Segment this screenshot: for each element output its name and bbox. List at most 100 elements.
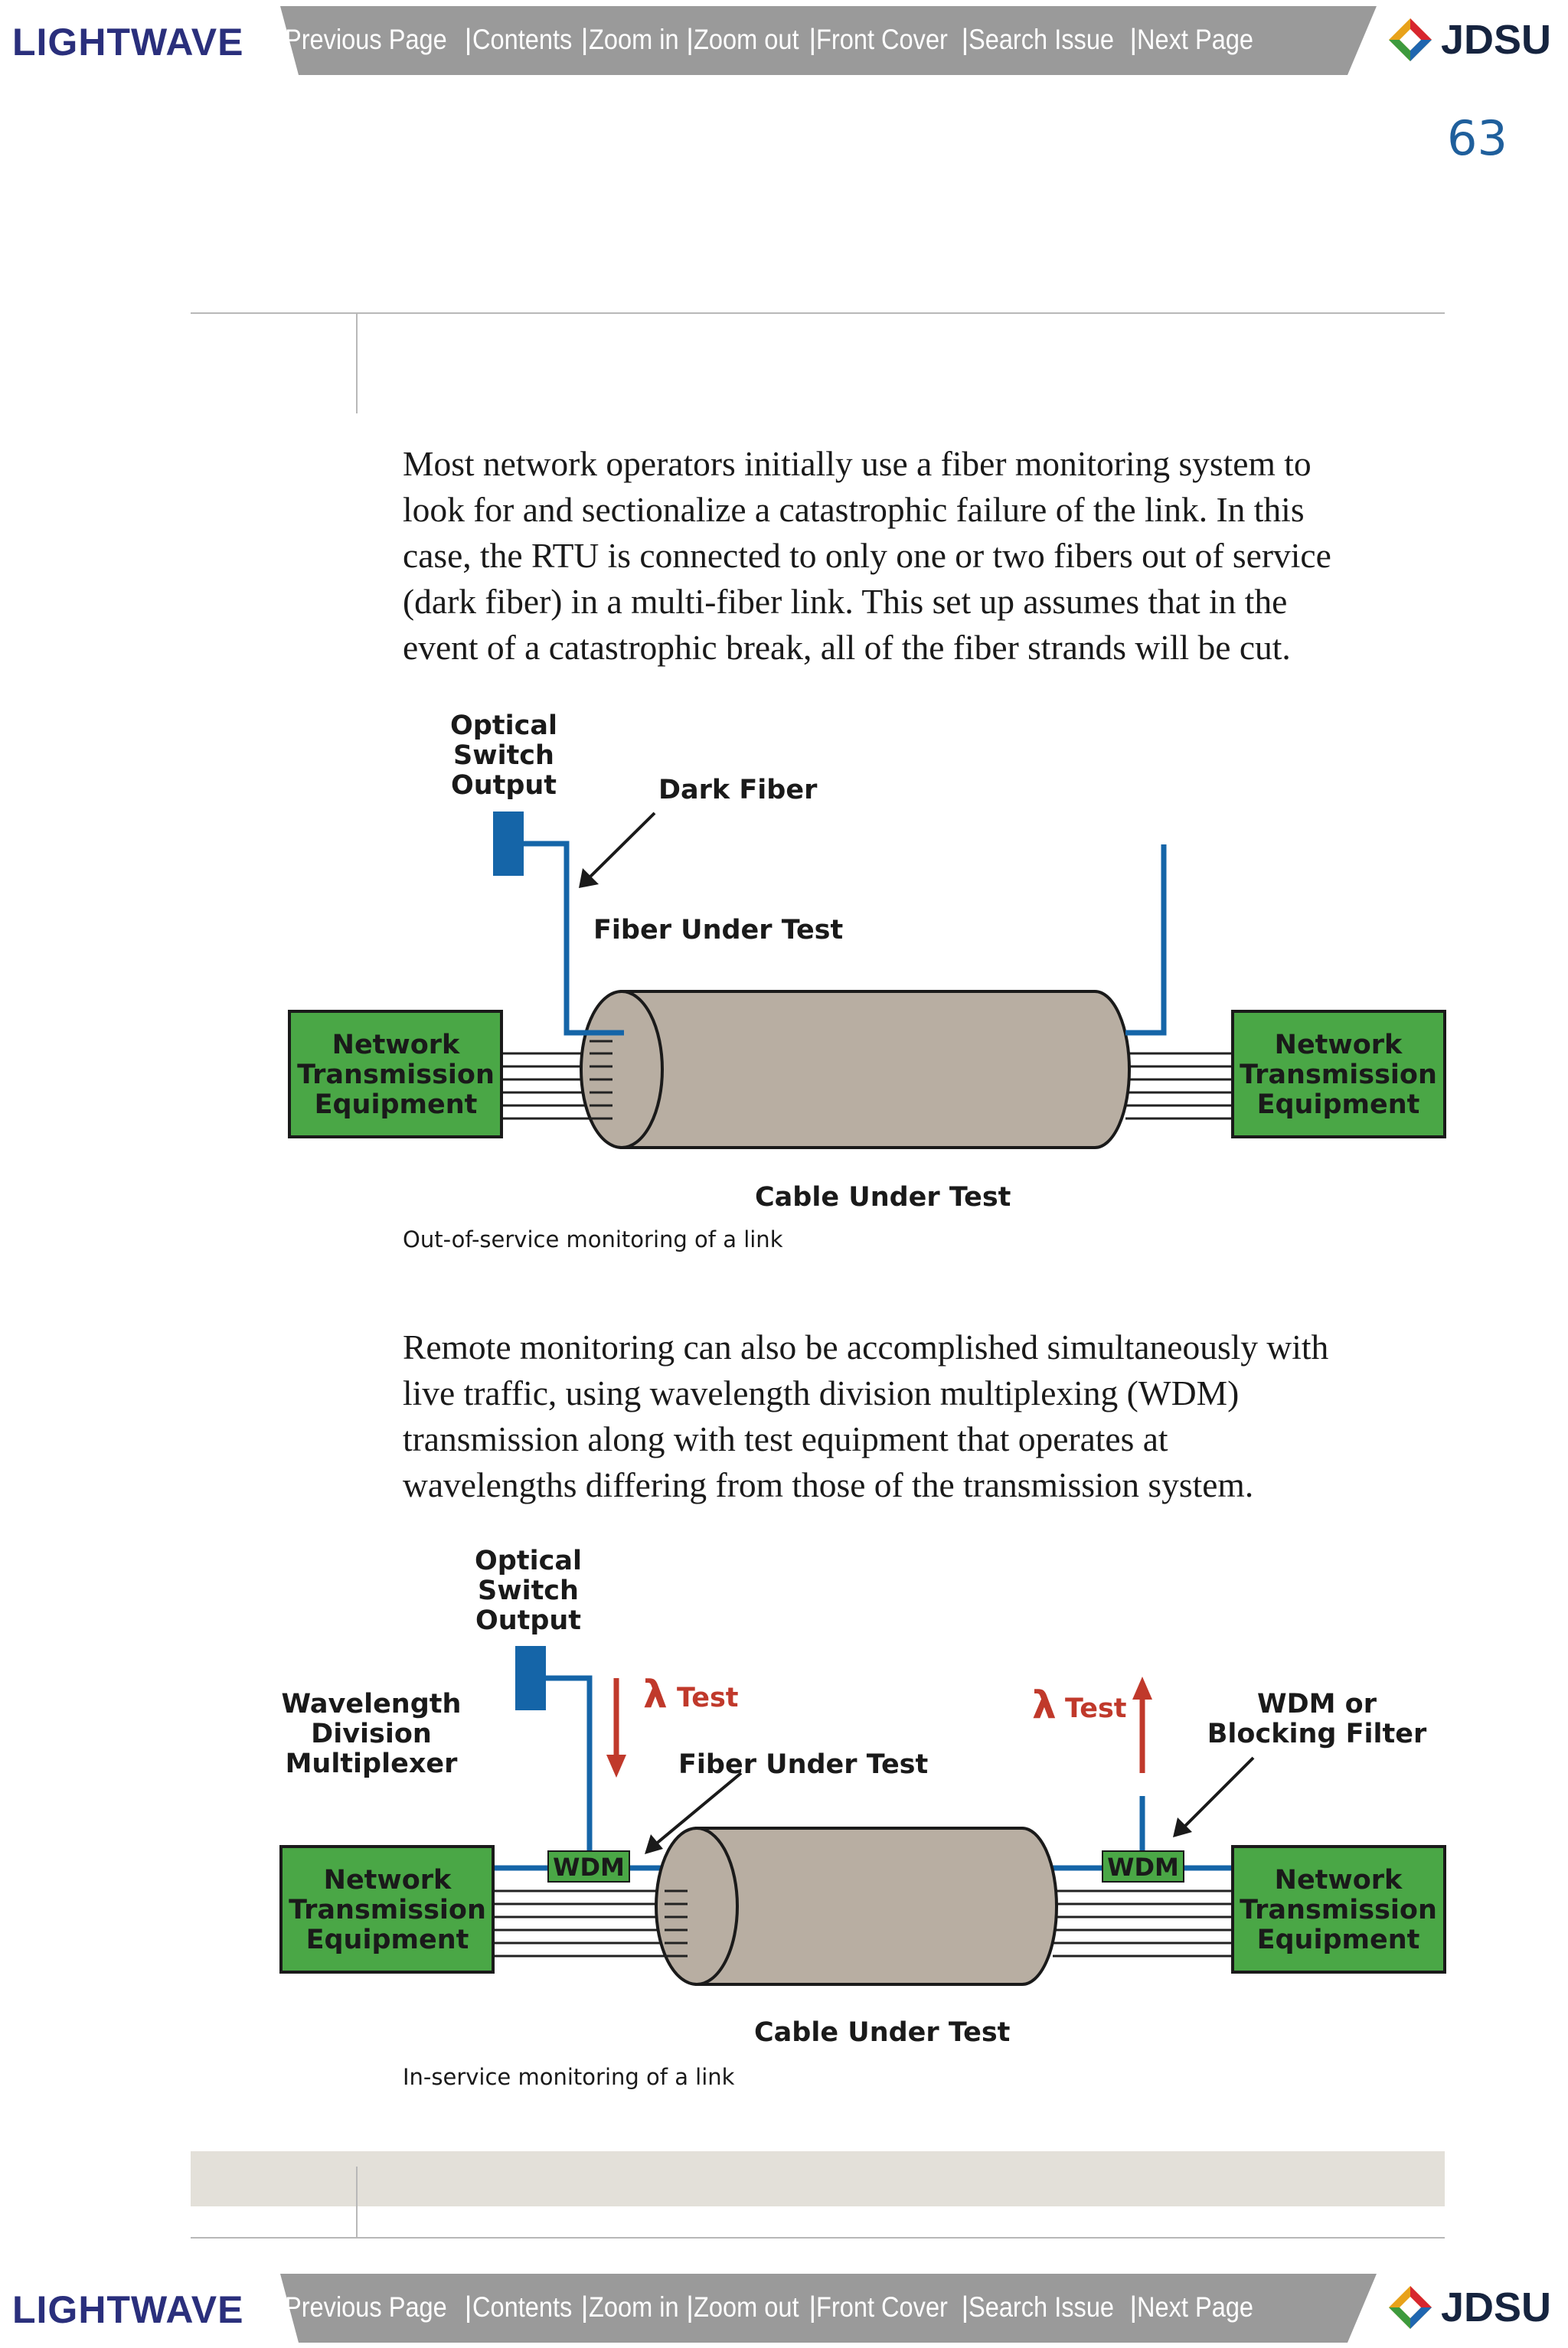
nav-separator: | [1129,23,1138,56]
header-margin-rule [356,314,358,413]
nav-strip-background [280,2274,1377,2343]
next-page-link[interactable]: Next Page [1137,2291,1254,2323]
fiber-under-test-arrow [653,1772,743,1847]
wdm-box-right-label: WDM [1107,1853,1179,1882]
lambda-symbol-right: λ [1032,1683,1057,1727]
fiber-bundle-right [1053,1889,1233,1958]
wdm-box-left [547,1850,630,1883]
nav-strip-background [280,6,1377,75]
test-signal-down-arrowhead [606,1755,626,1778]
left-equipment-label: Transmission [289,1895,486,1925]
wdm-box-right [1102,1850,1184,1883]
blocking-filter-arrow [1181,1756,1255,1830]
nav-separator: | [686,23,694,56]
out-of-service-diagram: Network Transmission Equipment Network T… [288,710,1446,1213]
switch-output-label: Output [475,1605,581,1636]
text-line: event of a catastrophic break, all of th… [403,628,1291,667]
search-issue-link[interactable]: Search Issue [969,2291,1115,2323]
top-navbar: LIGHTWAVE Previous Page | Contents | Zoo… [0,0,1568,80]
test-signal-up-arrowhead [1132,1677,1152,1700]
left-equipment-label: Network [324,1865,452,1896]
filter-label: WDM or [1257,1689,1377,1719]
paragraph-remote-monitoring: Remote monitoring can also be accomplish… [403,1324,1459,1508]
switch-output-label: Optical [450,710,557,741]
nav-links: Previous Page | Contents | Zoom in | Zoo… [285,0,1364,80]
left-equipment-label: Transmission [297,1060,495,1090]
nav-separator: | [961,2291,969,2324]
bottom-navbar: LIGHTWAVE Previous Page | Contents | Zoo… [0,2268,1568,2347]
jdsu-wordmark: JDSU [1441,2284,1552,2330]
nav-separator: | [464,23,472,56]
nav-separator: | [1129,2291,1138,2324]
text-line: Most network operators initially use a f… [403,444,1312,483]
jdsu-diamond-icon [1389,2286,1432,2329]
wdm-box-left-label: WDM [553,1853,625,1882]
text-line: look for and sectionalize a catastrophic… [403,490,1305,529]
zoom-in-link[interactable]: Zoom in [588,24,679,55]
lightwave-logo[interactable]: LIGHTWAVE [12,21,244,64]
right-equipment-label: Transmission [1240,1060,1437,1090]
jdsu-wordmark: JDSU [1441,17,1552,63]
nav-separator: | [580,2291,589,2324]
fiber-under-test-arrowhead [645,1834,663,1854]
jdsu-logo[interactable]: JDSU [1387,2281,1551,2333]
next-page-link[interactable]: Next Page [1137,24,1254,55]
search-issue-link[interactable]: Search Issue [969,24,1115,55]
figure2-caption: In-service monitoring of a link [403,2064,735,2090]
front-cover-link[interactable]: Front Cover [816,2291,949,2323]
left-equipment-box [279,1845,495,1974]
cable-fiber-ends [590,1040,612,1120]
nav-separator: | [808,23,817,56]
text-line: case, the RTU is connected to only one o… [403,536,1331,575]
optical-switch-port [515,1646,546,1710]
wdm-label: Division [311,1719,432,1749]
footer-margin-rule [356,2167,358,2239]
page-number: 63 [1447,110,1508,166]
text-line: live traffic, using wavelength division … [403,1373,1240,1412]
test-fiber-left [546,1675,593,1853]
jdsu-diamond-icon [1389,18,1432,61]
dark-fiber-label: Dark Fiber [658,775,818,805]
contents-link[interactable]: Contents [472,2291,572,2323]
front-cover-link[interactable]: Front Cover [816,24,949,55]
left-equipment-label: Network [332,1030,460,1060]
switch-output-label: Output [451,770,557,801]
lambda-symbol-left: λ [643,1672,668,1716]
cable-cylinder [580,990,1131,1149]
nav-separator: | [464,2291,472,2324]
zoom-out-link[interactable]: Zoom out [694,2291,799,2323]
zoom-in-link[interactable]: Zoom in [588,2291,679,2323]
jdsu-logo[interactable]: JDSU [1387,14,1551,66]
test-left-label: Test [677,1683,739,1713]
lightwave-logo[interactable]: LIGHTWAVE [12,2288,244,2331]
previous-page-link[interactable]: Previous Page [285,2291,447,2323]
cable-under-test-label: Cable Under Test [755,1182,1011,1213]
nav-separator: | [580,23,589,56]
dark-fiber-left [524,841,624,1036]
switch-output-label: Optical [475,1546,582,1576]
left-equipment-label: Equipment [306,1925,469,1955]
previous-page-link[interactable]: Previous Page [285,24,447,55]
switch-output-label: Switch [478,1576,579,1606]
right-equipment-label: Network [1275,1865,1403,1896]
right-equipment-box [1231,1010,1446,1138]
left-equipment-box [288,1010,503,1138]
optical-switch-port [493,812,524,876]
header-rule [191,312,1445,314]
dark-fiber-arrow [586,812,656,880]
left-equipment-label: Equipment [315,1089,478,1120]
fiber-bundle-right [1125,1052,1233,1120]
test-right-label: Test [1065,1693,1127,1724]
footer-band [191,2151,1445,2206]
switch-output-label: Switch [453,740,554,771]
cable-fiber-ends [665,1889,688,1958]
right-equipment-label: Equipment [1257,1925,1420,1955]
fiber-under-test-label: Fiber Under Test [593,915,843,945]
cable-under-test-label: Cable Under Test [754,2017,1010,2048]
right-equipment-box [1231,1845,1446,1974]
contents-link[interactable]: Contents [472,24,572,55]
nav-separator: | [686,2291,694,2324]
zoom-out-link[interactable]: Zoom out [694,24,799,55]
nav-separator: | [961,23,969,56]
right-equipment-label: Network [1275,1030,1403,1060]
